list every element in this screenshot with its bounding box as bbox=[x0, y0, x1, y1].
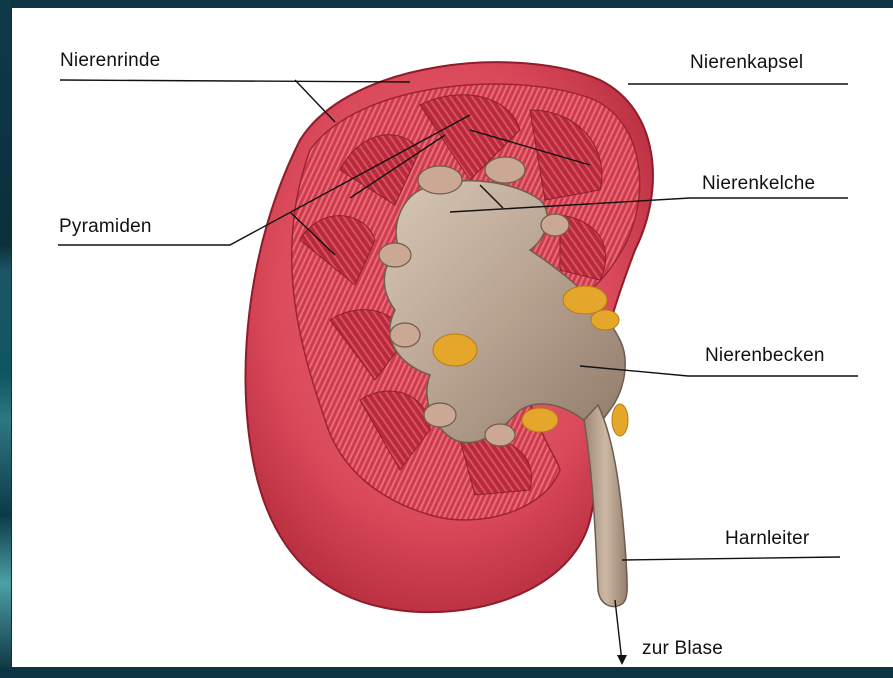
label-nierenbecken: Nierenbecken bbox=[705, 345, 825, 367]
fat-lobule bbox=[591, 310, 619, 330]
label-nierenkelche: Nierenkelche bbox=[702, 173, 815, 195]
fat-lobule bbox=[563, 286, 607, 314]
arrow-head bbox=[617, 655, 627, 665]
calyx bbox=[390, 323, 420, 347]
calyx bbox=[541, 214, 569, 236]
label-pyramiden: Pyramiden bbox=[59, 216, 152, 238]
label-nierenkapsel: Nierenkapsel bbox=[690, 52, 803, 74]
leader-line-zur-blase bbox=[615, 600, 622, 662]
fat-lobule bbox=[522, 408, 558, 432]
label-nierenrinde: Nierenrinde bbox=[60, 50, 160, 72]
label-harnleiter: Harnleiter bbox=[725, 528, 809, 550]
calyx bbox=[485, 157, 525, 183]
calyx bbox=[424, 403, 456, 427]
fat-lobule bbox=[612, 404, 628, 436]
leader-line-harnleiter bbox=[622, 557, 840, 560]
fat-lobule bbox=[433, 334, 477, 366]
label-zur-blase: zur Blase bbox=[642, 638, 723, 660]
leader-line-nierenrinde bbox=[60, 80, 410, 82]
leader-line-nierenrinde-branch bbox=[295, 80, 335, 122]
calyx bbox=[485, 424, 515, 446]
calyx bbox=[379, 243, 411, 267]
calyx bbox=[418, 166, 462, 194]
